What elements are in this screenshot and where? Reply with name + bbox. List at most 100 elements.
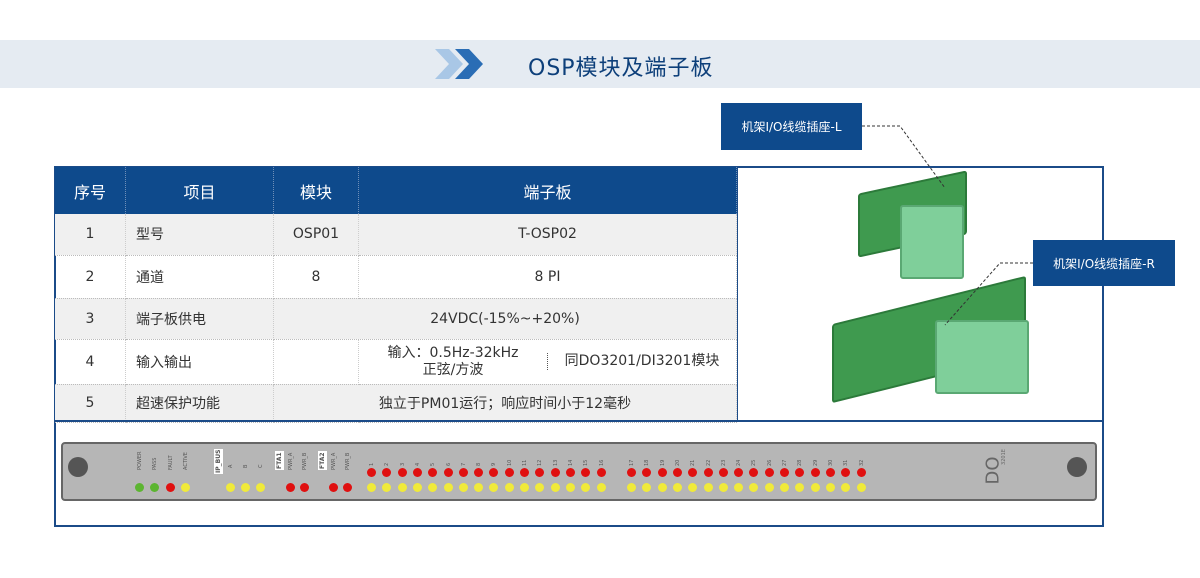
cell: 8 PI [358,255,737,299]
status-led [150,483,159,492]
callout-right: 机架I/O线缆插座-R [1033,240,1175,286]
channel-status-led [565,483,575,492]
chevron-icon [435,49,483,79]
channel-label: 4 [414,462,421,466]
channel-status-led [734,483,744,492]
channel-label: 7 [460,462,467,466]
channel-fault-led [841,468,851,477]
channel-label: 26 [766,459,773,466]
ip-bus-led [241,483,250,492]
channel-label: 12 [537,459,544,466]
channel-fault-led [565,468,575,477]
col-header: 端子板 [358,167,737,214]
status-led [166,483,175,492]
led-label: ACTIVE [183,452,189,470]
power-led [329,483,338,492]
cell: OSP01 [273,214,359,256]
col-header: 模块 [273,167,359,214]
terminal-block-image [900,205,964,279]
channel-status-led [581,483,591,492]
channel-label: 10 [506,459,513,466]
channel-label: 3 [399,462,406,466]
cell: 3 [55,298,126,340]
channel-fault-led [810,468,820,477]
channel-status-led [382,483,392,492]
channel-fault-led [795,468,805,477]
channel-label: 31 [843,459,850,466]
screw-icon [68,457,88,477]
channel-fault-led [825,468,835,477]
channel-label: 21 [690,459,697,466]
channel-status-led [535,483,545,492]
channel-fault-led [367,468,376,477]
module-code: 3201E [1000,449,1007,465]
led-label: PWR_B [302,452,308,470]
cell: 24VDC(-15%~+20%) [273,298,737,340]
cell: 输入：0.5Hz-32kHz [387,344,519,361]
channel-status-led [596,483,606,492]
cell: 8 [273,255,359,299]
led-label: B [243,464,249,468]
divider [737,167,738,420]
channel-fault-led [489,468,499,477]
channel-fault-led [382,468,392,477]
channel-status-led [504,483,514,492]
terminal-block-image [935,320,1029,394]
col-header: 序号 [55,167,126,214]
channel-fault-led [443,468,453,477]
channel-fault-led [734,468,744,477]
channel-status-led [856,483,866,492]
channel-status-led [672,483,682,492]
callout-left: 机架I/O线缆插座-L [721,103,862,150]
channel-fault-led [520,468,529,477]
col-header: 项目 [125,167,274,214]
channel-status-led [397,483,407,492]
channel-status-led [780,483,789,492]
channel-status-led [489,483,499,492]
channel-label: 14 [567,459,574,466]
group-label: IP_BUS [214,448,223,474]
channel-fault-led [550,468,560,477]
cell: T-OSP02 [358,214,737,256]
channel-label: 2 [384,462,391,466]
power-led [286,483,295,492]
channel-status-led [550,483,560,492]
led-label: POWER [137,451,143,470]
channel-fault-led [581,468,591,477]
channel-label: 24 [736,459,743,466]
channel-status-led [642,483,652,492]
led-label: PWR_A [288,452,294,470]
power-led [300,483,309,492]
channel-fault-led [428,468,438,477]
channel-label: 6 [445,462,452,466]
channel-label: 27 [782,459,788,466]
channel-fault-led [688,468,698,477]
channel-fault-led [780,468,789,477]
channel-fault-led [504,468,514,477]
channel-fault-led [749,468,759,477]
channel-status-led [764,483,774,492]
channel-fault-led [642,468,652,477]
channel-label: 11 [522,459,528,466]
channel-status-led [703,483,713,492]
channel-fault-led [474,468,484,477]
channel-fault-led [627,468,636,477]
led-label: PWR_A [331,452,337,470]
channel-fault-led [596,468,606,477]
cell: 1 [55,214,126,256]
channel-label: 25 [751,459,758,466]
ip-bus-led [226,483,235,492]
channel-label: 29 [812,459,819,466]
channel-label: 13 [552,459,559,466]
channel-fault-led [657,468,667,477]
cell: 超速保护功能 [125,384,274,423]
cell [273,339,359,385]
cell: 正弦/方波 [422,361,484,378]
cell: 同DO3201/DI3201模块 [547,353,736,370]
channel-status-led [749,483,759,492]
page-title: OSP模块及端子板 [528,56,714,81]
cell: 通道 [125,255,274,299]
channel-label: 9 [491,462,498,466]
